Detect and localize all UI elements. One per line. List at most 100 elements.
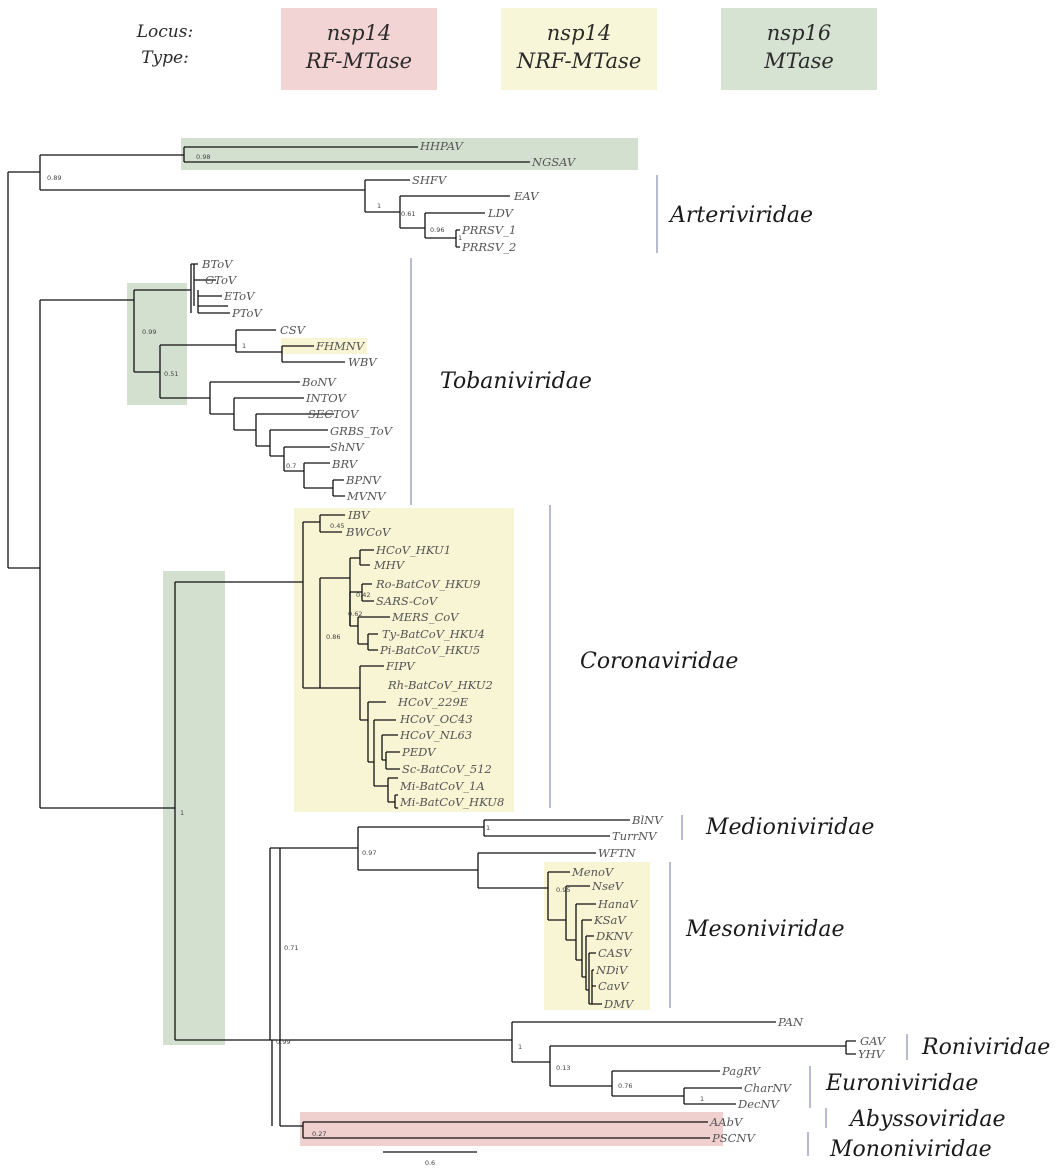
tip-label: BoNV bbox=[301, 375, 337, 389]
tip-labels: HHPAV NGSAV SHFV EAV LDV PRRSV_1 PRRSV_2… bbox=[201, 139, 887, 1145]
tip-label: HanaV bbox=[597, 897, 639, 911]
tip-label: MenoV bbox=[571, 865, 615, 879]
tip-label: GAV bbox=[860, 1034, 887, 1048]
support-value: 0.7 bbox=[286, 462, 296, 470]
support-value: 1 bbox=[242, 342, 246, 350]
legend-nsp16-line1: nsp16 bbox=[767, 21, 831, 45]
tip-label: HCoV_OC43 bbox=[399, 712, 473, 726]
tip-label: CavV bbox=[598, 979, 630, 993]
family-arteriviridae: Arteriviridae bbox=[668, 203, 813, 228]
legend-nrf-line2: NRF-MTase bbox=[516, 49, 642, 73]
tip-label: BRV bbox=[331, 457, 359, 471]
family-tobaniviridae: Tobaniviridae bbox=[440, 369, 592, 394]
tip-label: Pi-BatCoV_HKU5 bbox=[379, 643, 480, 657]
nrf-highlight-fhmnv bbox=[281, 338, 367, 354]
tip-label: PagRV bbox=[721, 1064, 762, 1078]
support-value: 0.27 bbox=[312, 1130, 326, 1138]
family-coronaviridae: Coronaviridae bbox=[580, 649, 738, 674]
legend-locus-label: Locus: bbox=[136, 22, 193, 42]
legend-type-label: Type: bbox=[141, 48, 189, 68]
nsp16-highlight-outgroup bbox=[181, 138, 638, 170]
support-value: 0.97 bbox=[362, 849, 376, 857]
tip-label: LDV bbox=[487, 206, 515, 220]
tip-label: HHPAV bbox=[419, 139, 464, 153]
tip-label: Sc-BatCoV_512 bbox=[402, 762, 492, 776]
support-value: 1 bbox=[180, 809, 184, 817]
support-values: 0.98 0.89 1 0.61 0.96 1 0.99 0.51 1 0.45… bbox=[47, 153, 704, 1138]
tip-label: NDiV bbox=[595, 963, 629, 977]
tip-label: DecNV bbox=[737, 1097, 781, 1111]
tip-label: EAV bbox=[513, 189, 540, 203]
tip-label: GToV bbox=[205, 273, 238, 287]
support-value: 1 bbox=[518, 1043, 522, 1051]
tip-label: BPNV bbox=[345, 473, 382, 487]
tip-label: TurrNV bbox=[612, 829, 658, 843]
family-mononiviridae: Mononiviridae bbox=[829, 1137, 992, 1162]
tip-label: Ty-BatCoV_HKU4 bbox=[382, 627, 485, 641]
support-value: 0.76 bbox=[618, 1082, 632, 1090]
tip-label: DMV bbox=[603, 997, 635, 1011]
family-mesoniviridae: Mesoniviridae bbox=[685, 917, 845, 942]
tip-label: PRRSV_1 bbox=[461, 223, 516, 237]
tip-label: NGSAV bbox=[531, 155, 577, 169]
highlight-boxes bbox=[127, 138, 723, 1146]
support-value: 0.98 bbox=[196, 153, 210, 161]
legend-rf-line2: RF-MTase bbox=[305, 49, 412, 73]
support-value: 0.99 bbox=[142, 328, 156, 336]
tip-label: WFTN bbox=[598, 846, 636, 860]
support-value: 0.42 bbox=[356, 591, 370, 599]
tree-branches bbox=[7, 146, 856, 1139]
tip-label: HCoV_NL63 bbox=[399, 728, 472, 742]
support-value: 0.62 bbox=[348, 610, 362, 618]
support-value: 0.96 bbox=[430, 226, 444, 234]
tip-label: PToV bbox=[231, 306, 263, 320]
nrf-highlight-coronaviridae bbox=[294, 508, 514, 812]
tip-label: BlNV bbox=[631, 813, 664, 827]
nsp16-highlight-tobaniviridae bbox=[127, 283, 187, 405]
legend: Locus: Type: nsp14 RF-MTase nsp14 NRF-MT… bbox=[136, 8, 877, 90]
tip-label: Mi-BatCoV_HKU8 bbox=[399, 795, 504, 809]
tip-label: PEDV bbox=[401, 745, 437, 759]
family-euroniviridae: Euroniviridae bbox=[825, 1071, 978, 1096]
tip-label: Mi-BatCoV_1A bbox=[399, 779, 485, 793]
legend-rf-line1: nsp14 bbox=[327, 21, 391, 45]
tip-label: NseV bbox=[591, 879, 625, 893]
family-abyssoviridae: Abyssoviridae bbox=[848, 1107, 1005, 1132]
tip-label: GRBS_ToV bbox=[330, 424, 394, 438]
support-value: 0.61 bbox=[401, 210, 415, 218]
tip-label: MVNV bbox=[346, 489, 387, 503]
tip-label: BToV bbox=[201, 257, 234, 271]
family-roniviridae: Roniviridae bbox=[921, 1035, 1050, 1060]
tip-label: DKNV bbox=[595, 929, 634, 943]
tip-label: PRRSV_2 bbox=[461, 240, 516, 254]
nrf-highlight-mesoniviridae bbox=[544, 862, 650, 1010]
support-value: 0.51 bbox=[164, 370, 178, 378]
tip-label: AAbV bbox=[709, 1115, 744, 1129]
support-value: 0.86 bbox=[326, 633, 340, 641]
support-value: 1 bbox=[377, 202, 381, 210]
tip-label: SECTOV bbox=[308, 407, 360, 421]
tip-label: SHFV bbox=[412, 173, 448, 187]
tip-label: Rh-BatCoV_HKU2 bbox=[387, 678, 493, 692]
tip-label: IBV bbox=[347, 508, 371, 522]
scale-bar-label: 0.6 bbox=[425, 1159, 435, 1167]
support-value: 1 bbox=[486, 824, 490, 832]
tip-label: FHMNV bbox=[315, 339, 366, 353]
legend-nrf-line1: nsp14 bbox=[547, 21, 611, 45]
tip-label: CASV bbox=[598, 946, 633, 960]
support-value: 1 bbox=[458, 234, 462, 242]
support-value: 1 bbox=[700, 1095, 704, 1103]
tip-label: ShNV bbox=[330, 440, 365, 454]
tip-label: MHV bbox=[373, 558, 406, 572]
scale-bar: 0.6 bbox=[383, 1151, 477, 1167]
support-value: 0.71 bbox=[284, 944, 298, 952]
tip-label: EToV bbox=[223, 289, 256, 303]
tip-label: MERS_CoV bbox=[391, 610, 460, 624]
legend-swatch-nsp16 bbox=[721, 8, 877, 90]
tip-label: HCoV_HKU1 bbox=[375, 543, 451, 557]
tip-label: CharNV bbox=[744, 1081, 793, 1095]
legend-swatch-rf bbox=[281, 8, 437, 90]
tip-label: PAN bbox=[777, 1015, 804, 1029]
tip-label: FIPV bbox=[385, 659, 416, 673]
